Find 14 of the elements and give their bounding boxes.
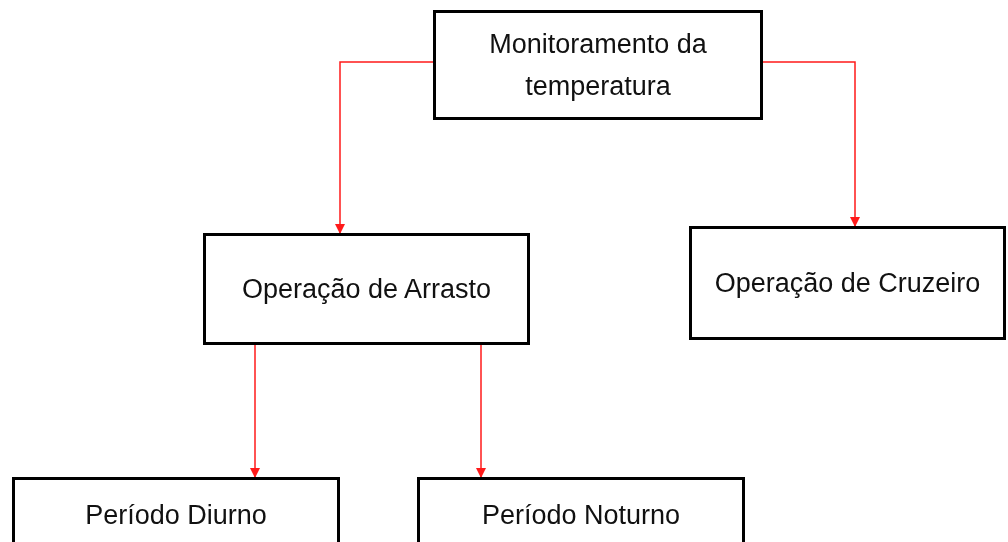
arrow [335, 61, 434, 234]
box-label: Monitoramento da temperatura [488, 28, 708, 103]
process-box [203, 233, 530, 345]
process-box [433, 10, 763, 120]
process-box [12, 477, 340, 542]
arrow [476, 344, 486, 478]
box-label: Operação de Cruzeiro [714, 267, 981, 300]
box-label: Operação de Arrasto [241, 273, 492, 306]
box-label: Período Diurno [85, 499, 267, 532]
process-box [417, 477, 745, 542]
arrow [250, 344, 260, 478]
box-label: Período Noturno [481, 499, 681, 532]
arrow [762, 61, 860, 227]
process-box [689, 226, 1006, 340]
